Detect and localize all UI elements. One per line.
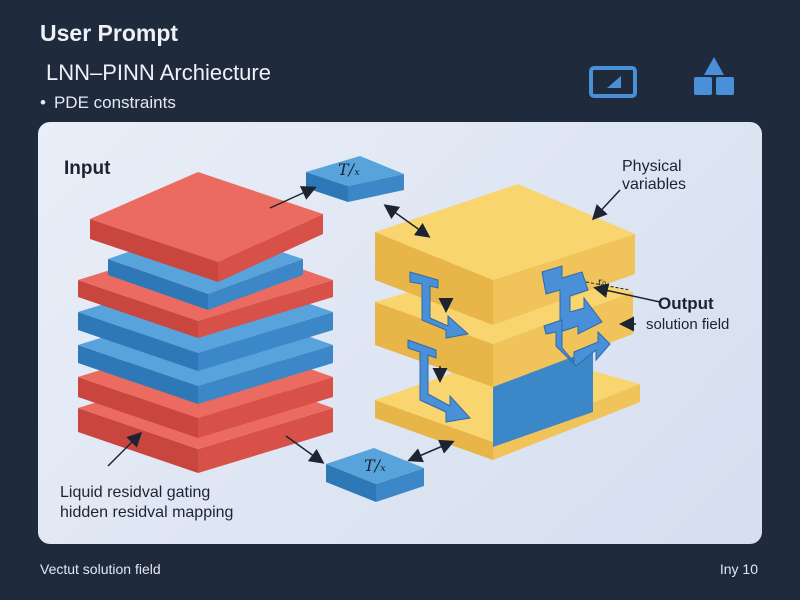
blocks-icon[interactable] (690, 55, 738, 99)
transform-box-top[interactable] (306, 156, 404, 202)
diagram-subtitle: LNN–PINN Archiecture (46, 60, 271, 85)
page-title: User Prompt (40, 20, 179, 46)
small-tag: r₀ (598, 277, 606, 288)
frame-icon[interactable] (589, 66, 637, 98)
bullet-item: • PDE constraints (40, 93, 176, 113)
bullet-text: PDE constraints (53, 93, 176, 112)
architecture-diagram: r₀ (78, 156, 661, 502)
flow-arrow-3 (541, 265, 603, 335)
footer-page: Iny 10 (719, 561, 758, 577)
input-label: Input (64, 158, 111, 179)
output-label: Output (658, 294, 714, 313)
transform-box-bottom[interactable] (326, 448, 424, 502)
flow-arrow-2 (407, 339, 471, 423)
bottom-box-to-yellow-arrow (407, 439, 455, 463)
input-to-box-arrow (269, 186, 317, 209)
top-box-label: T/ₓ (338, 160, 360, 179)
gating-pointer-arrow (107, 431, 143, 467)
box-to-yellow-arrow (383, 204, 431, 238)
bottom-box-label: T/ₓ (364, 456, 386, 475)
physical-label-line1: Physical (622, 158, 682, 175)
mapping-label: hidden residval mapping (60, 504, 234, 521)
diagram-panel: r₀ Input Physical variables Output solut… (38, 122, 762, 544)
flow-arrow-4 (543, 319, 611, 367)
bullet-dot: • (40, 93, 46, 112)
solution-label: solution field (646, 316, 730, 333)
physical-label-line2: variables (622, 176, 687, 193)
footer-caption: Vectut solution field (40, 561, 161, 577)
gating-label: Liquid residval gating (60, 484, 211, 501)
physical-pointer-arrow (591, 189, 621, 221)
layer-red-top (90, 172, 323, 282)
output-pointer-arrow (593, 283, 661, 303)
stack-to-bottom-box-arrow (285, 435, 325, 464)
flow-arrow-1 (409, 271, 470, 339)
